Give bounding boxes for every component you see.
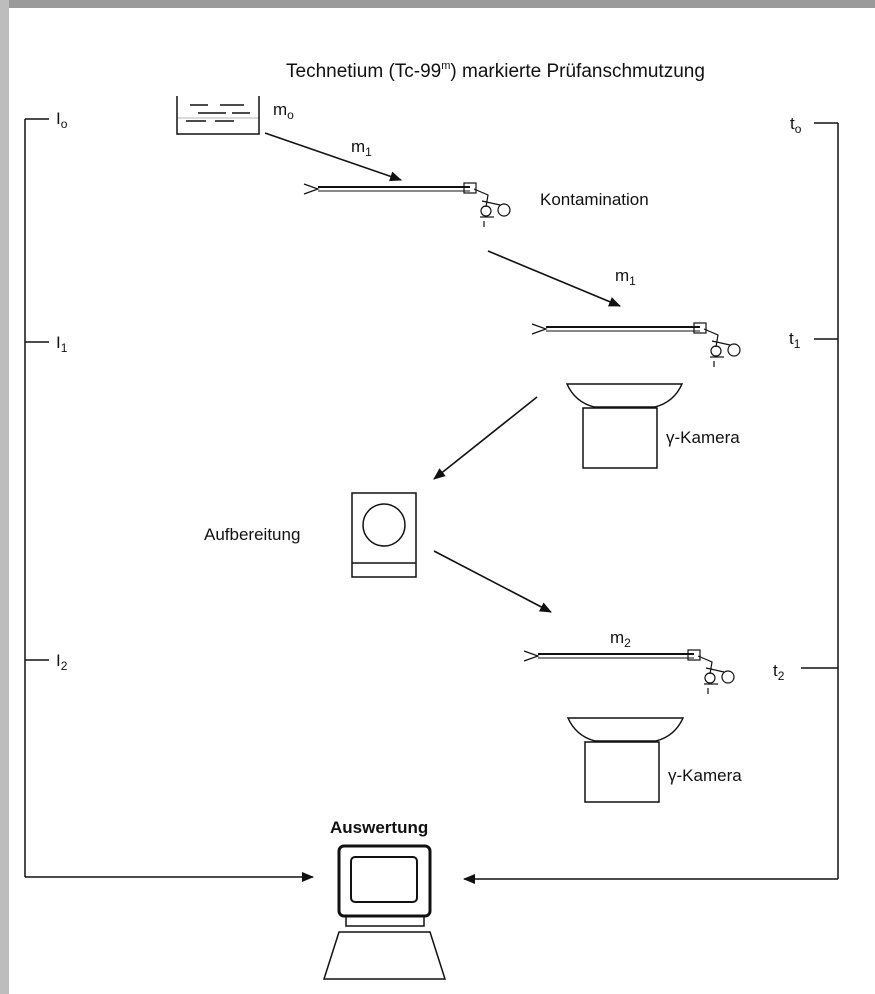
instrument-icon-2 [531, 322, 741, 367]
gamma-camera-icon-1 [565, 383, 684, 469]
arrow-to-measurement-2 [433, 550, 552, 613]
label-m0: mo [273, 100, 294, 122]
washer-icon [351, 492, 417, 578]
label-kontamination: Kontamination [540, 190, 649, 209]
frame-left-border [0, 0, 9, 994]
gamma-camera-icon-2 [566, 717, 685, 803]
title-superscript: m [441, 60, 450, 72]
label-left-i2: I2 [56, 651, 68, 673]
label-m1-second: m1 [615, 266, 636, 288]
label-right-t2: t2 [773, 661, 785, 683]
instrument-icon-3 [523, 649, 735, 694]
left-timeline-bracket [24, 118, 314, 882]
label-aufbereitung: Aufbereitung [204, 525, 300, 544]
label-auswertung: Auswertung [330, 818, 428, 837]
title-main: Technetium (Tc-99 [286, 61, 441, 82]
label-right-t0: to [790, 114, 802, 136]
computer-icon [322, 844, 447, 980]
diagram-title: Technetium (Tc-99m) markierte Prüfanschm… [286, 60, 705, 82]
label-left-i1: I1 [56, 333, 68, 355]
title-rest: ) markierte Prüfanschmutzung [450, 61, 705, 82]
label-left-i0: Io [56, 109, 68, 131]
beaker-icon [176, 96, 260, 135]
arrow-to-aufbereitung [433, 396, 538, 480]
label-gamma-kamera-2: γ-Kamera [668, 766, 742, 785]
label-gamma-kamera-1: γ-Kamera [666, 428, 740, 447]
arrow-contamination [264, 132, 402, 182]
frame-top-border [0, 0, 875, 8]
label-right-t1: t1 [789, 329, 801, 351]
right-timeline-bracket [463, 122, 839, 884]
label-m2: m2 [610, 628, 631, 650]
instrument-icon-1 [303, 182, 511, 227]
arrow-to-measurement-1 [487, 250, 621, 307]
label-m1-first: m1 [351, 137, 372, 159]
